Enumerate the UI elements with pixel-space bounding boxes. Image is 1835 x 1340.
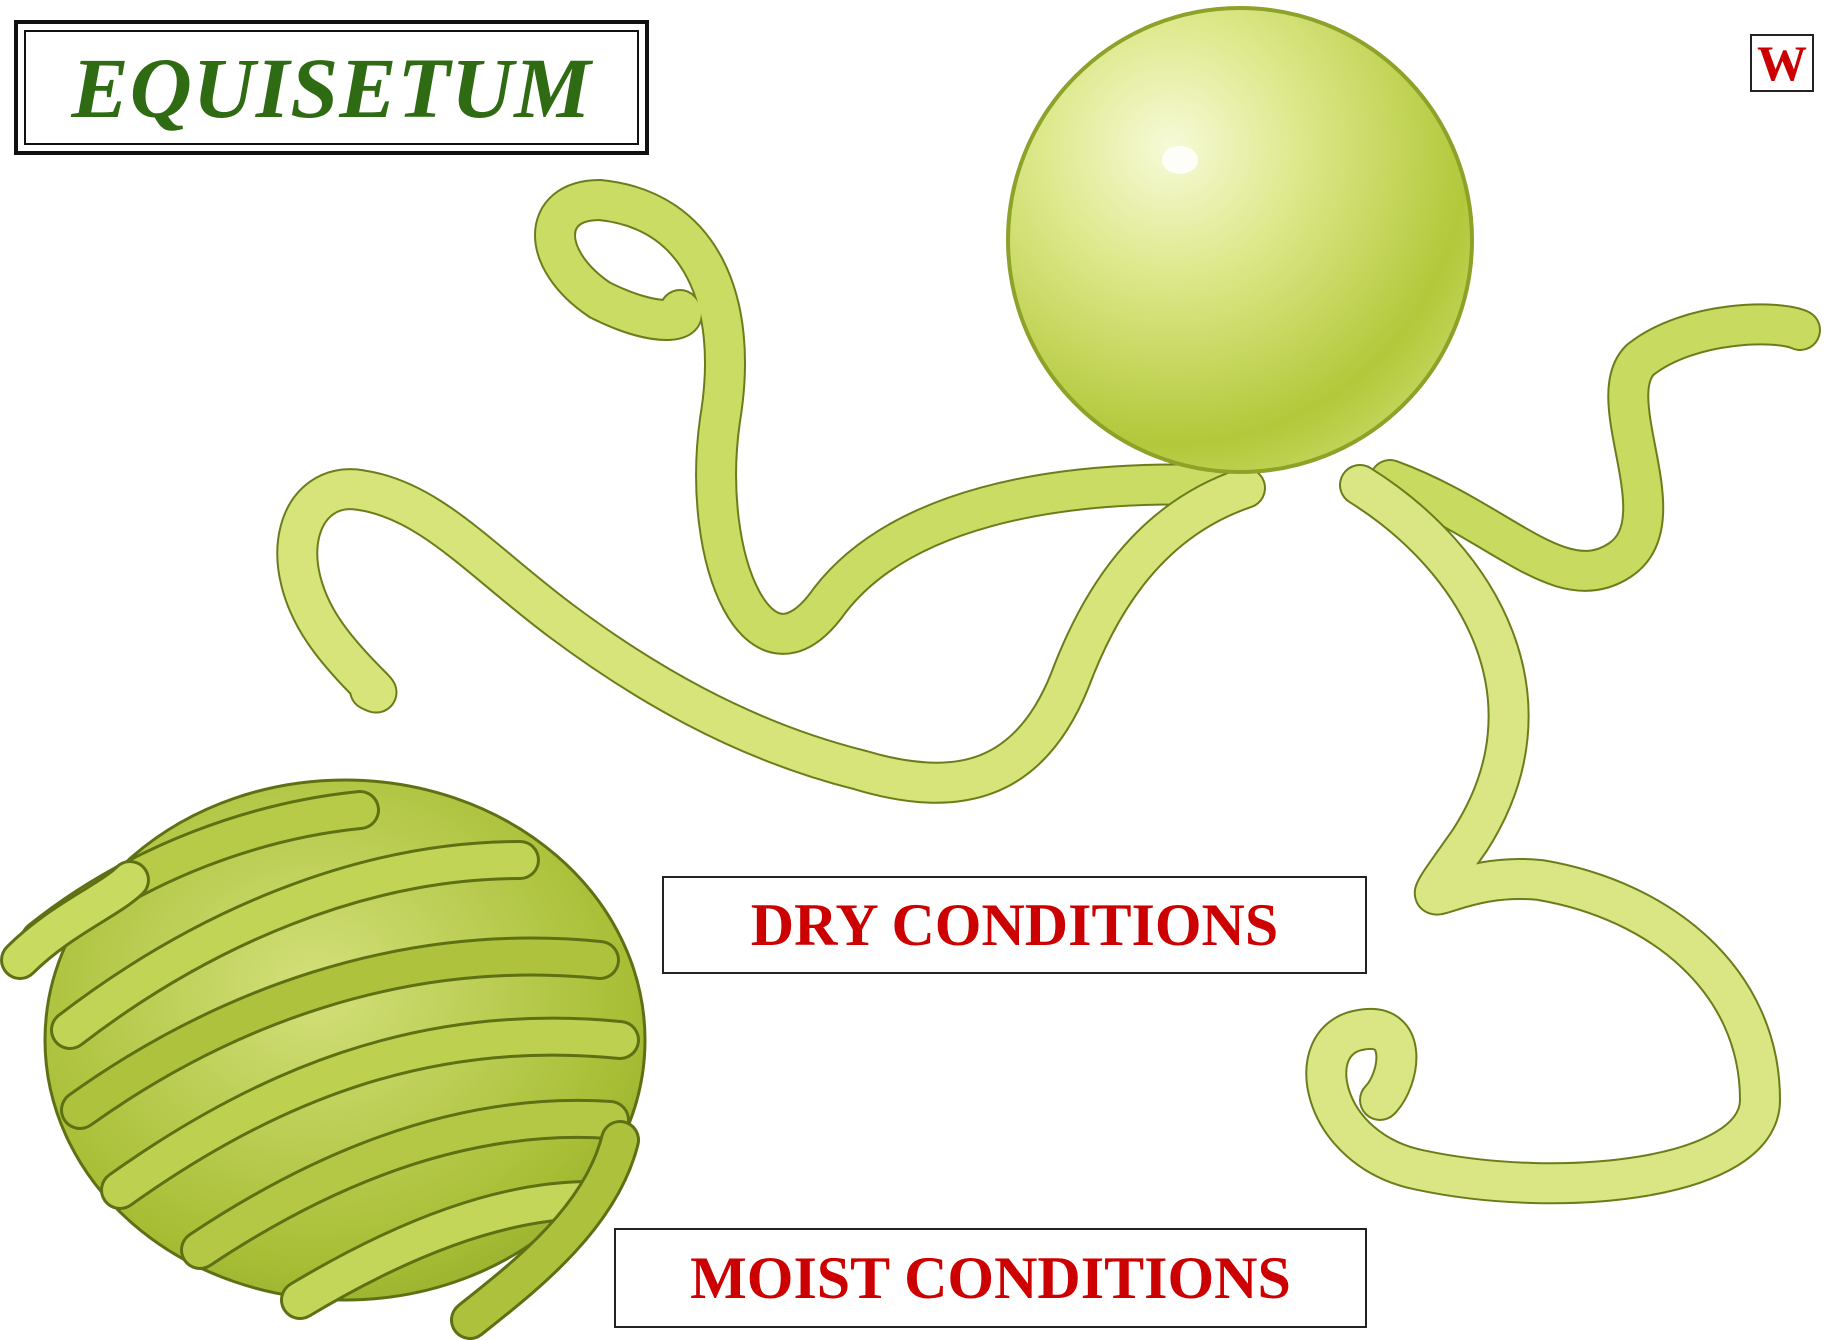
title-frame: EQUISETUM bbox=[14, 20, 649, 155]
dry-conditions-label: DRY CONDITIONS bbox=[662, 876, 1367, 974]
title-frame-inner: EQUISETUM bbox=[24, 30, 639, 145]
page-title: EQUISETUM bbox=[71, 38, 591, 138]
moist-spore bbox=[20, 780, 645, 1320]
moist-conditions-label: MOIST CONDITIONS bbox=[614, 1228, 1367, 1328]
spore-highlight bbox=[1162, 146, 1198, 174]
dry-spore-body bbox=[1008, 8, 1472, 472]
w-logo: W bbox=[1750, 34, 1814, 92]
